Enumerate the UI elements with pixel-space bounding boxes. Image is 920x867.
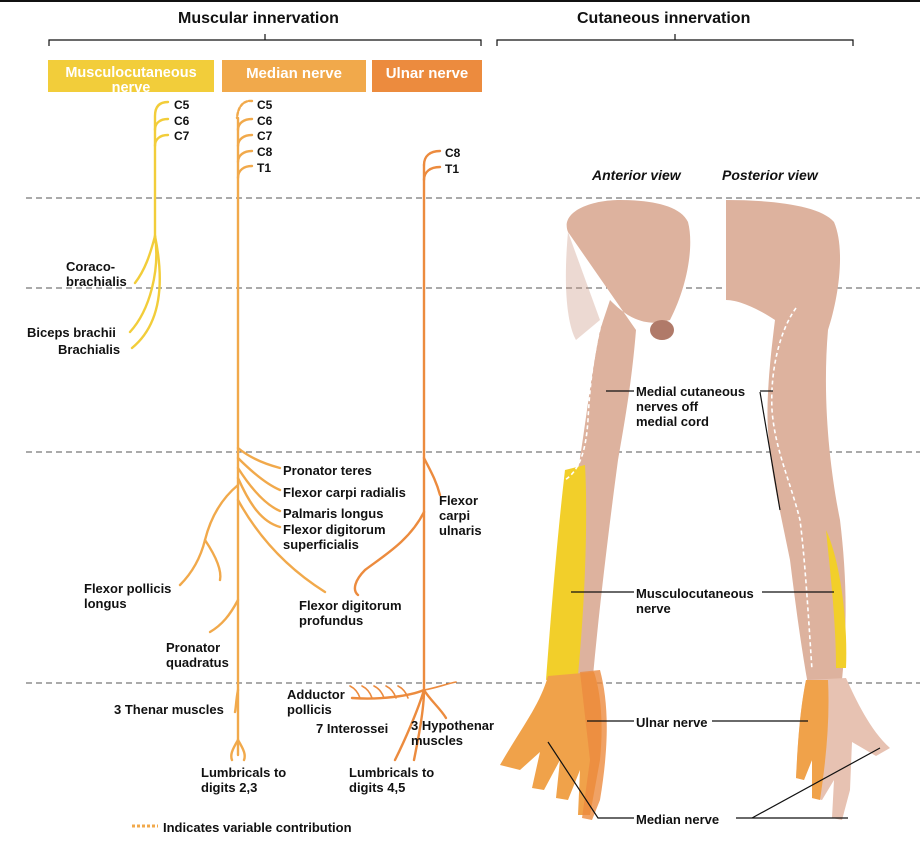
coracobrachialis-label: Coraco- brachialis (66, 259, 127, 289)
top-border (0, 0, 920, 2)
brachialis-branch (130, 234, 161, 350)
hypothenar-branch (422, 688, 448, 720)
musculocutaneous-root-c5: C5 (174, 98, 190, 112)
palmaris-branch (236, 466, 282, 513)
posterior-musculocutaneous-area (826, 530, 847, 668)
median-root-c5-branch (235, 99, 254, 120)
posterior-arm (726, 200, 846, 685)
interossei-twig-3 (385, 685, 397, 699)
lumbrical-3-branch (236, 738, 246, 762)
median-nerve-box: Median nerve (222, 60, 366, 92)
biceps-brachii-label: Biceps brachii (27, 325, 116, 340)
fcu-branch (422, 456, 442, 497)
hypothenar-muscles-label: 3 Hypothenar muscles (411, 718, 495, 748)
flexor-carpi-radialis-label: Flexor carpi radialis (283, 485, 406, 500)
pronator-teres-branch (236, 446, 282, 470)
deep-branch (350, 688, 426, 700)
palmaris-longus-label: Palmaris longus (283, 506, 384, 521)
median-cutaneous-label: Median nerve (636, 812, 720, 827)
flexor-digitorum-profundus-label: Flexor digitorum profundus (299, 598, 402, 628)
thenar-branch (233, 688, 240, 714)
thenar-muscles-label: 3 Thenar muscles (114, 702, 224, 717)
median-root-c5: C5 (257, 98, 273, 112)
flexor-digitorum-superficialis-label: Flexor digitorum superficialis (283, 522, 386, 552)
muscular-bracket (48, 34, 482, 46)
posterior-view-label: Posterior view (722, 167, 818, 183)
median-root-c8-branch (236, 149, 254, 164)
interossei-twig-4 (397, 685, 409, 699)
median-root-c6: C6 (257, 114, 273, 128)
interossei-label: 7 Interossei (316, 721, 389, 736)
median-leader-c (751, 747, 881, 819)
anterior-arm-shade (565, 232, 600, 340)
medial-leader-c (759, 391, 781, 511)
fds-branch (236, 476, 282, 529)
interossei-twig-1 (361, 685, 373, 699)
ulnar-root-c8-branch (422, 149, 442, 167)
musculocutaneous-cutaneous-label: Musculocutaneous nerve (636, 586, 754, 616)
adductor-pollicis-label: Adductor pollicis (287, 687, 345, 717)
median-root-c7-branch (236, 133, 254, 148)
anterior-hand-ulnar (580, 670, 607, 820)
pronator-teres-label: Pronator teres (283, 463, 372, 478)
musculocutaneous-root-c6-branch (153, 117, 170, 132)
ulnar-root-t1-branch (422, 165, 442, 182)
legend-label: Indicates variable contribution (163, 820, 352, 835)
anterior-view-label: Anterior view (592, 167, 681, 183)
posterior-medial-border (770, 307, 813, 671)
cutaneous-header: Cutaneous innervation (577, 10, 751, 27)
median-root-t1: T1 (257, 161, 272, 175)
flexor-carpi-ulnaris-label: Flexor carpi ulnaris (439, 493, 482, 538)
fpl-branch (178, 483, 240, 587)
interossei-twig-0 (349, 685, 361, 699)
hypothenar-twig (423, 681, 457, 691)
median-root-t1-branch (236, 164, 254, 180)
lumbrical-4-branch (393, 688, 426, 762)
median-leader-a (547, 741, 634, 819)
flexor-pollicis-longus-label: Flexor pollicis longus (84, 581, 172, 611)
ulnar-root-t1: T1 (445, 162, 460, 176)
interossei-twig-2 (373, 685, 385, 699)
fcr-branch (236, 456, 282, 492)
lumbrical-5-branch (412, 688, 426, 762)
lumbricals-4-5-label: Lumbricals to digits 4,5 (349, 765, 435, 795)
anterior-musculocutaneous-area (546, 465, 587, 680)
median-root-c6-branch (236, 117, 254, 132)
anterior-medial-border (564, 307, 607, 481)
lumbrical-2-branch (230, 738, 240, 762)
ulnar-cutaneous-label: Ulnar nerve (636, 715, 708, 730)
ulnar-root-c8: C8 (445, 146, 461, 160)
musculocutaneous-root-c6: C6 (174, 114, 190, 128)
musculocutaneous-root-c7-branch (153, 133, 170, 148)
coracobrachialis-branch (133, 234, 157, 285)
median-root-c8: C8 (257, 145, 273, 159)
fdp-ulnar-branch (353, 510, 426, 597)
anterior-nipple (650, 320, 674, 340)
fdp-median-branch (236, 498, 327, 594)
brachialis-label: Brachialis (58, 342, 121, 357)
median-root-c7: C7 (257, 129, 273, 143)
lumbricals-2-3-label: Lumbricals to digits 2,3 (201, 765, 287, 795)
muscular-header: Muscular innervation (178, 10, 339, 27)
musculocutaneous-nerve-box: Musculocutaneous nerve (48, 60, 214, 92)
posterior-hand-ulnar (796, 680, 829, 800)
pronator-quadratus-label: Pronator quadratus (166, 640, 229, 670)
ulnar-nerve-box: Ulnar nerve (372, 60, 482, 92)
musculocutaneous-root-c5-branch (153, 100, 170, 238)
anterior-hand-median (500, 672, 602, 815)
medial-cutaneous-label: Medial cutaneous nerves off medial cord (636, 384, 746, 429)
musculocutaneous-root-c7: C7 (174, 129, 190, 143)
cutaneous-bracket (496, 34, 854, 46)
pronator-quadratus-branch (208, 598, 240, 634)
fpl-sub-branch (203, 538, 222, 582)
